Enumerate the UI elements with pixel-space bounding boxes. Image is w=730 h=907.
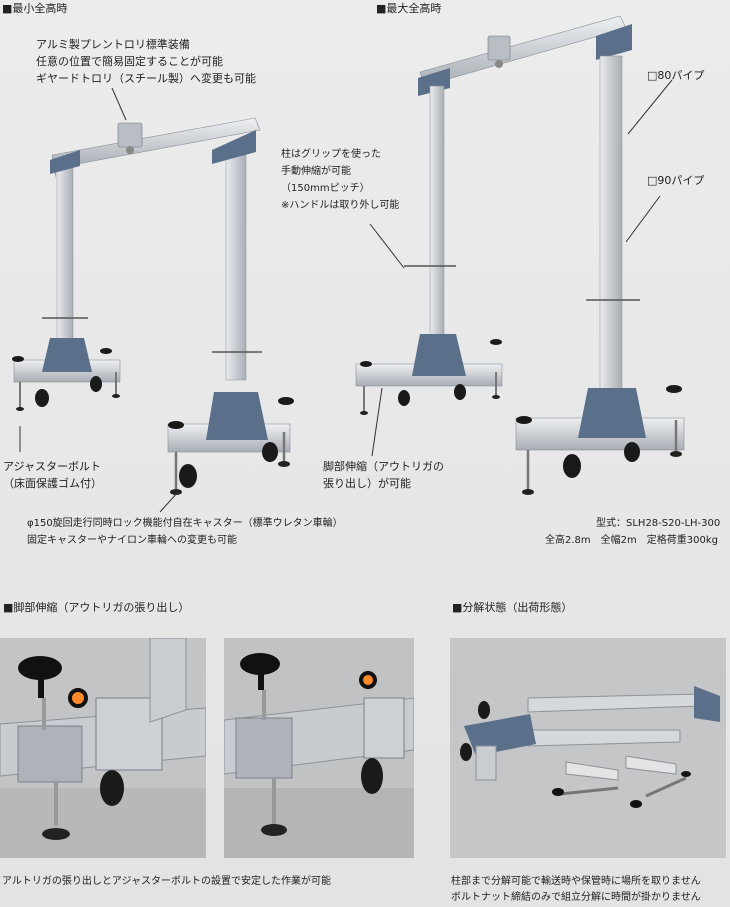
callout-grip-line3: （150mmピッチ）: [281, 183, 370, 194]
heading-disassembled: ■分解状態（出荷形態）: [452, 601, 573, 614]
caption-outrigger: アルトリガの張り出しとアジャスターボルトの設置で安定した作業が可能: [2, 876, 331, 887]
heading-outrigger: ■脚部伸縮（アウトリガの張り出し）: [3, 601, 190, 614]
callout-pipe80: □80パイプ: [647, 69, 705, 82]
callout-adjuster-line2: （床面保護ゴム付）: [3, 477, 102, 490]
crane-max: [355, 15, 685, 495]
callout-adjuster-line1: アジャスターボルト: [3, 460, 102, 473]
callout-trolley-line2: 任意の位置で簡易固定することが可能: [36, 55, 223, 68]
caption-disassembled-line2: ボルトナット締結のみで組立分解に時間が掛かりません: [451, 892, 701, 903]
spec-dimensions: 全高2.8m 全幅2m 定格荷重300kg: [545, 535, 718, 546]
callout-leg-line1: 脚部伸縮（アウトリガの: [323, 460, 444, 473]
gantry-crane-illustration: [12, 15, 685, 513]
callout-grip-line4: ※ハンドルは取り外し可能: [281, 200, 400, 211]
callout-caster-line2: 固定キャスターやナイロン車輪への変更も可能: [27, 535, 237, 546]
crane-min: [12, 117, 294, 495]
callout-grip-line2: 手動伸縮が可能: [281, 166, 351, 177]
callout-leg-line2: 張り出し）が可能: [323, 477, 411, 490]
photo-outrigger-retracted: [224, 638, 414, 858]
photo-disassembled: [450, 638, 726, 858]
callout-caster-line1: φ150旋回走行同時ロック機能付自在キャスター（標準ウレタン車輪）: [27, 518, 343, 529]
callout-grip-line1: 柱はグリップを使った: [281, 149, 381, 160]
spec-model: 型式：SLH28-S20-LH-300: [596, 518, 721, 529]
photo-outrigger-extended: [0, 638, 206, 858]
callout-trolley-line3: ギヤードトロリ（スチール製）へ変更も可能: [36, 72, 256, 85]
heading-min-height: ■最小全高時: [2, 2, 68, 15]
callout-pipe90: □90パイプ: [647, 174, 705, 187]
caption-disassembled-line1: 柱部まで分解可能で輸送時や保管時に場所を取りません: [451, 876, 701, 887]
heading-max-height: ■最大全高時: [376, 2, 442, 15]
leader-lines: [19, 79, 673, 513]
callout-trolley-line1: アルミ製プレントロリ標準装備: [36, 38, 190, 51]
